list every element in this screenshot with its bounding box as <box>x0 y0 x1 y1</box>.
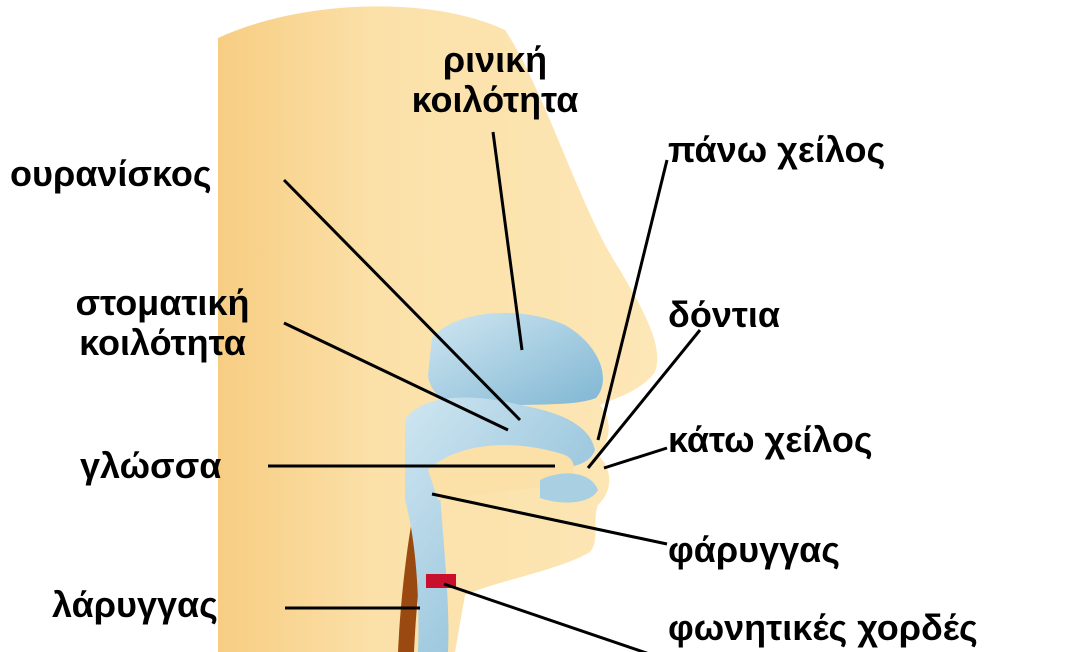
nasal-cavity-label-line-2: κοιλότητα <box>385 80 605 120</box>
palate-label: ουρανίσκος <box>10 154 212 194</box>
leader-lower-lip <box>604 448 667 468</box>
nasal-cavity-label-line-1: ρινική <box>385 40 605 80</box>
oral-cavity-label: στοματική κοιλότητα <box>30 283 295 363</box>
pharynx-label: φάρυγγας <box>668 530 840 570</box>
teeth-label: δόντια <box>668 295 780 335</box>
tongue-label: γλώσσα <box>80 446 221 486</box>
nasal-cavity-label: ρινική κοιλότητα <box>385 40 605 120</box>
larynx-label: λάρυγγας <box>52 585 218 625</box>
upper-lip-label: πάνω χείλος <box>668 130 885 170</box>
oral-cavity-label-line-2: κοιλότητα <box>30 323 295 363</box>
oral-cavity-label-line-1: στοματική <box>30 283 295 323</box>
lower-lip-label: κάτω χείλος <box>668 420 873 460</box>
vocal-cords-label: φωνητικές χορδές <box>668 608 978 648</box>
leader-vocal-cords <box>444 584 667 652</box>
